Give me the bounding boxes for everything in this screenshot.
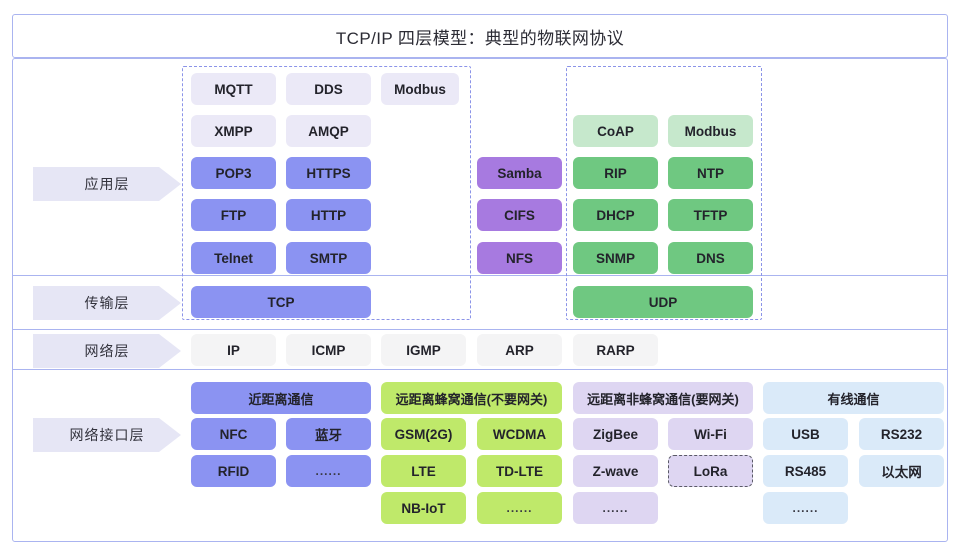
protocol-smtp[interactable]: SMTP — [286, 242, 371, 274]
link-bluetooth[interactable]: 蓝牙 — [286, 418, 371, 450]
link-group-header-short-range: 近距离通信 — [191, 382, 371, 414]
layer-label-transport: 传输层 — [33, 286, 181, 320]
link-group-header-non-cellular: 远距离非蜂窝通信(要网关) — [573, 382, 753, 414]
protocol-dns[interactable]: DNS — [668, 242, 753, 274]
protocol-icmp[interactable]: ICMP — [286, 334, 371, 366]
link-lte[interactable]: LTE — [381, 455, 466, 487]
link-group-header-wired: 有线通信 — [763, 382, 944, 414]
protocol-xmpp[interactable]: XMPP — [191, 115, 276, 147]
link-noncellular-ellipsis[interactable]: ...... — [573, 492, 658, 524]
separator-transport-network — [13, 329, 947, 330]
link-cellular-ellipsis[interactable]: ...... — [477, 492, 562, 524]
protocol-tftp[interactable]: TFTP — [668, 199, 753, 231]
link-rs232[interactable]: RS232 — [859, 418, 944, 450]
link-nbiot[interactable]: NB-IoT — [381, 492, 466, 524]
link-zigbee[interactable]: ZigBee — [573, 418, 658, 450]
link-zwave[interactable]: Z-wave — [573, 455, 658, 487]
link-rfid[interactable]: RFID — [191, 455, 276, 487]
protocol-igmp[interactable]: IGMP — [381, 334, 466, 366]
protocol-rarp[interactable]: RARP — [573, 334, 658, 366]
protocol-dhcp[interactable]: DHCP — [573, 199, 658, 231]
separator-network-link — [13, 369, 947, 370]
protocol-telnet[interactable]: Telnet — [191, 242, 276, 274]
link-ethernet[interactable]: 以太网 — [859, 455, 944, 487]
protocol-modbus-udp[interactable]: Modbus — [668, 115, 753, 147]
link-rs485[interactable]: RS485 — [763, 455, 848, 487]
protocol-ip[interactable]: IP — [191, 334, 276, 366]
protocol-snmp[interactable]: SNMP — [573, 242, 658, 274]
layer-label-link: 网络接口层 — [33, 418, 181, 452]
separator-app-transport — [13, 275, 947, 276]
title-frame: TCP/IP 四层模型：典型的物联网协议 — [12, 14, 948, 58]
link-usb[interactable]: USB — [763, 418, 848, 450]
link-tdlte[interactable]: TD-LTE — [477, 455, 562, 487]
protocol-modbus-tcp[interactable]: Modbus — [381, 73, 459, 105]
protocol-udp[interactable]: UDP — [573, 286, 753, 318]
link-group-header-cellular: 远距离蜂窝通信(不要网关) — [381, 382, 562, 414]
protocol-ftp[interactable]: FTP — [191, 199, 276, 231]
protocol-dds[interactable]: DDS — [286, 73, 371, 105]
link-gsm2g[interactable]: GSM(2G) — [381, 418, 466, 450]
protocol-coap[interactable]: CoAP — [573, 115, 658, 147]
link-lora[interactable]: LoRa — [668, 455, 753, 487]
protocol-tcp[interactable]: TCP — [191, 286, 371, 318]
layer-label-network: 网络层 — [33, 334, 181, 368]
protocol-amqp[interactable]: AMQP — [286, 115, 371, 147]
protocol-cifs[interactable]: CIFS — [477, 199, 562, 231]
protocol-arp[interactable]: ARP — [477, 334, 562, 366]
protocol-mqtt[interactable]: MQTT — [191, 73, 276, 105]
link-short-ellipsis[interactable]: ...... — [286, 455, 371, 487]
link-wired-ellipsis[interactable]: ...... — [763, 492, 848, 524]
link-wifi[interactable]: Wi-Fi — [668, 418, 753, 450]
protocol-nfs[interactable]: NFS — [477, 242, 562, 274]
protocol-rip[interactable]: RIP — [573, 157, 658, 189]
page-title: TCP/IP 四层模型：典型的物联网协议 — [335, 28, 625, 48]
layer-label-application: 应用层 — [33, 167, 181, 201]
protocol-ntp[interactable]: NTP — [668, 157, 753, 189]
protocol-https[interactable]: HTTPS — [286, 157, 371, 189]
link-wcdma[interactable]: WCDMA — [477, 418, 562, 450]
protocol-http[interactable]: HTTP — [286, 199, 371, 231]
protocol-samba[interactable]: Samba — [477, 157, 562, 189]
link-nfc[interactable]: NFC — [191, 418, 276, 450]
protocol-pop3[interactable]: POP3 — [191, 157, 276, 189]
